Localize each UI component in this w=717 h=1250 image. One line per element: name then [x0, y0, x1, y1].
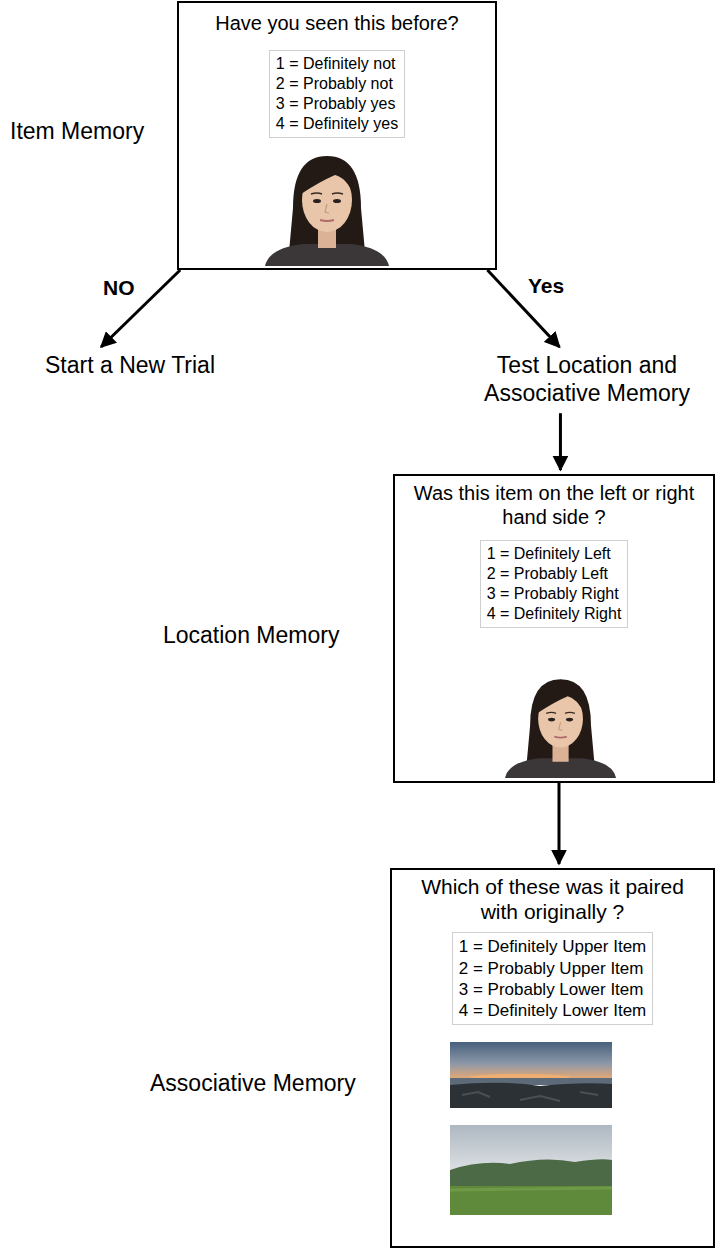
flow-arrow — [101, 270, 180, 347]
stage-label: Item Memory — [10, 118, 144, 145]
coast-photo — [450, 1042, 612, 1108]
node-text: Was this item on the left or right hand … — [407, 481, 701, 529]
outcome-text: Test Location and Associative Memory — [462, 352, 712, 407]
flow-arrow — [487, 270, 559, 347]
face-photo — [265, 156, 389, 266]
flow-arrow — [558, 783, 561, 864]
node-text: Start a New Trial — [45, 352, 215, 380]
stage-label: Location Memory — [163, 622, 339, 649]
node-text: Test Location and Associative Memory — [462, 352, 712, 407]
node-text: 3 = Probably yes — [276, 94, 398, 114]
node-text: 1 = Definitely not — [276, 54, 398, 74]
edge-label: Yes — [528, 274, 564, 298]
node-text: 4 = Definitely Right — [487, 604, 622, 624]
node-text: 3 = Probably Right — [487, 584, 622, 604]
node-text: 1 = Definitely Left — [487, 544, 622, 564]
rating-scale: 1 = Definitely not2 = Probably not3 = Pr… — [269, 50, 405, 138]
node-text: 3 = Probably Lower Item — [459, 979, 647, 1000]
outcome-text: Start a New Trial — [45, 352, 215, 380]
field-photo — [450, 1125, 612, 1215]
node-text: 4 = Definitely Lower Item — [459, 1000, 647, 1021]
node-text: 2 = Probably Upper Item — [459, 958, 647, 979]
node-text: Have you seen this before? — [189, 11, 485, 35]
node-text: 2 = Probably Left — [487, 564, 622, 584]
rating-scale: 1 = Definitely Upper Item2 = Probably Up… — [452, 932, 654, 1025]
question-box: Which of these was it paired with origin… — [390, 868, 715, 1248]
node-text: 1 = Definitely Upper Item — [459, 936, 647, 957]
stage-label: Associative Memory — [150, 1070, 356, 1097]
rating-scale: 1 = Definitely Left2 = Probably Left3 = … — [480, 540, 629, 628]
node-text: Which of these was it paired with origin… — [402, 874, 703, 924]
question-box: Have you seen this before? 1 = Definitely… — [177, 1, 497, 270]
node-text: 2 = Probably not — [276, 74, 398, 94]
face-photo — [505, 679, 616, 778]
flow-arrow — [559, 413, 562, 470]
question-box: Was this item on the left or right hand … — [393, 474, 715, 783]
edge-label: NO — [103, 276, 135, 300]
node-text: 4 = Definitely yes — [276, 114, 398, 134]
